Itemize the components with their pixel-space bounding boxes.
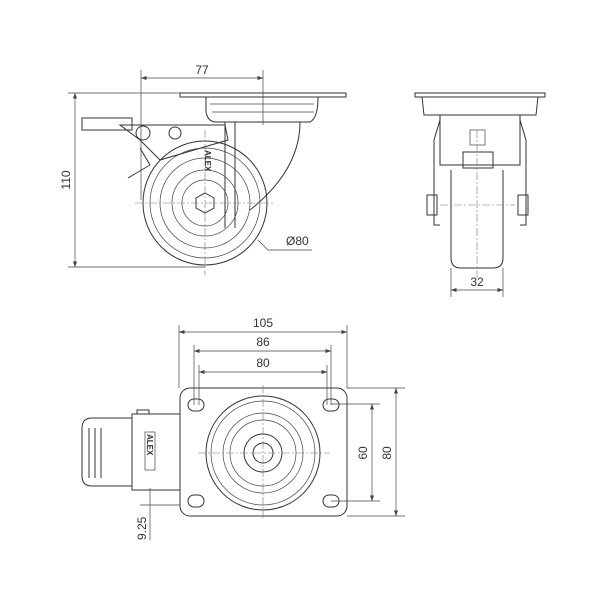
brake-pedal — [81, 417, 133, 487]
dim-77: 77 — [195, 63, 209, 77]
bottom-view: ALEX 105 86 80 60 80 9.25 — [81, 316, 405, 540]
dim-86: 86 — [256, 335, 270, 349]
dim-105: 105 — [253, 316, 273, 330]
front-view: 32 — [414, 92, 546, 297]
top-plate — [179, 387, 348, 517]
dim-110: 110 — [59, 170, 73, 189]
side-view: ALEX 77 110 Ø80 — [59, 63, 347, 275]
dim-32: 32 — [470, 275, 484, 289]
dim-80-horizontal: 80 — [256, 356, 270, 370]
dim-60: 60 — [356, 446, 370, 460]
dim-9-25: 9.25 — [135, 516, 149, 540]
dim-diameter: Ø80 — [286, 234, 309, 248]
dim-80-vertical: 80 — [380, 446, 394, 460]
side-logo: ALEX — [203, 150, 212, 172]
axle-nut — [195, 192, 215, 214]
bottom-logo: ALEX — [145, 434, 154, 456]
